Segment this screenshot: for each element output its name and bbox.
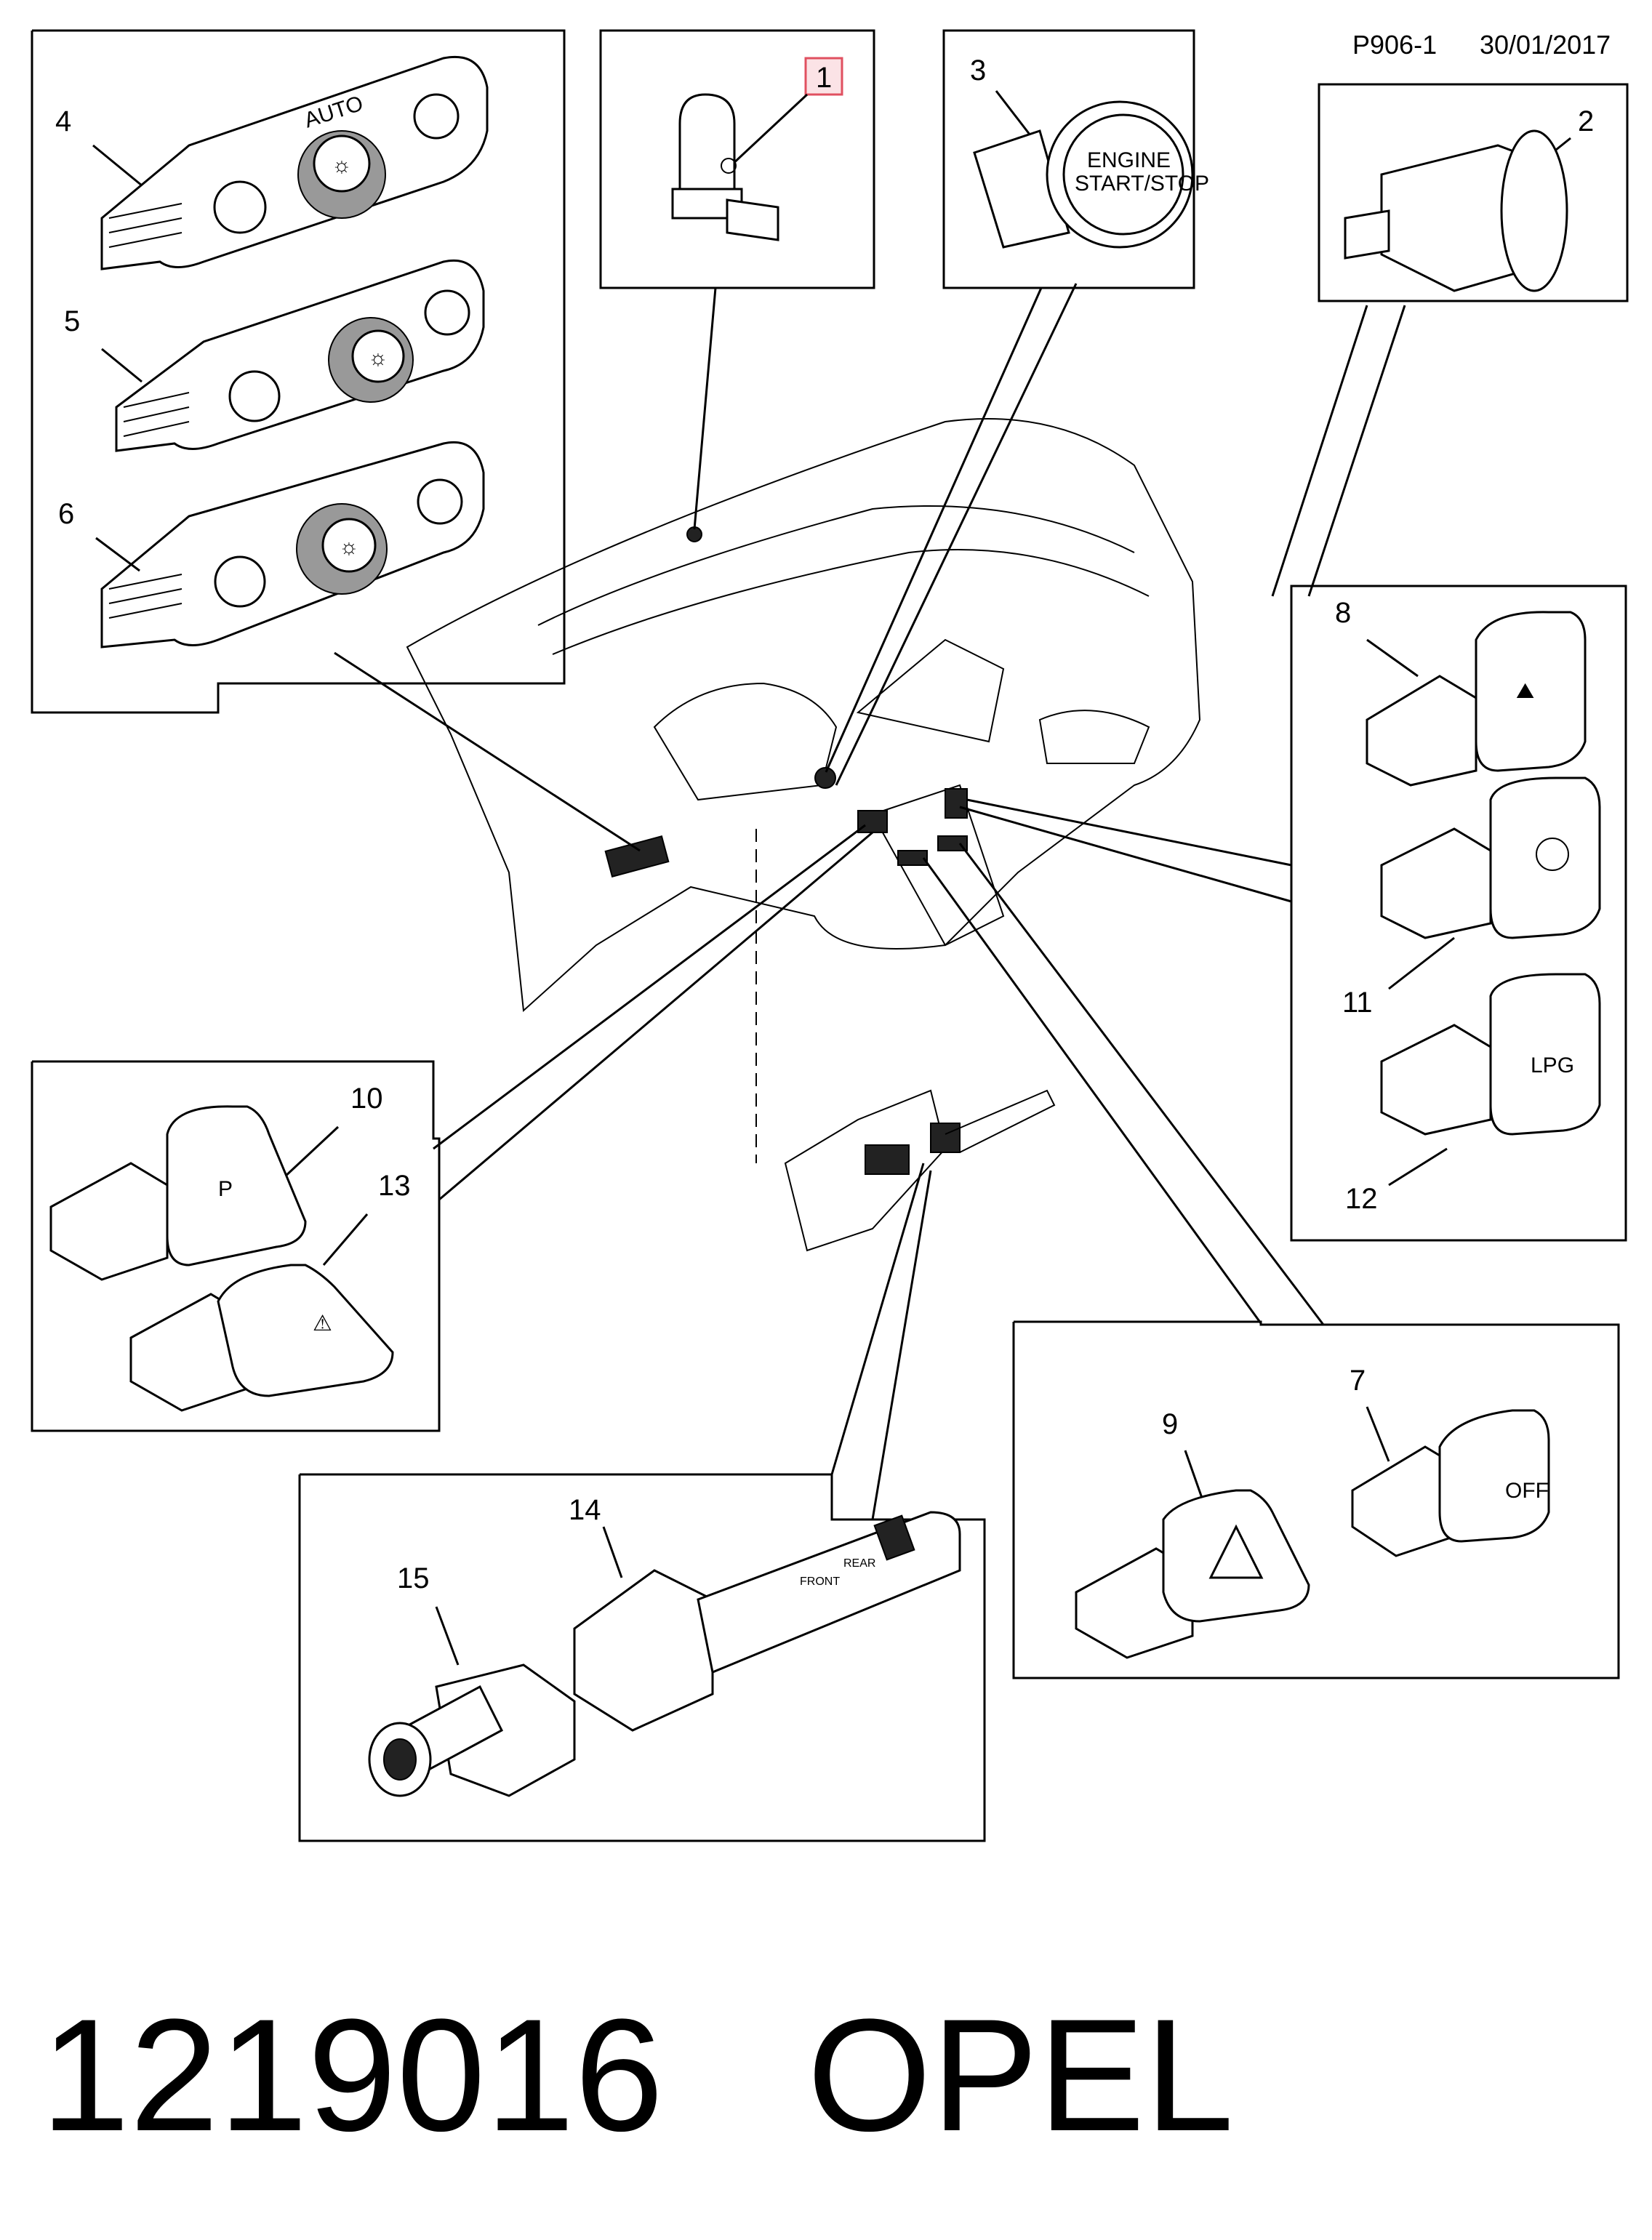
button-12: LPG bbox=[1380, 973, 1601, 1136]
dash-center-buttons bbox=[857, 810, 888, 833]
lpg-label: LPG bbox=[1531, 1053, 1574, 1077]
wiper-stalk-14: FRONT REAR bbox=[573, 1511, 961, 1732]
sun-icon: ☼ bbox=[339, 535, 359, 559]
sun-icon: ☼ bbox=[332, 153, 352, 177]
auto-stop-icon bbox=[1536, 838, 1569, 871]
engine-label: ENGINE bbox=[1087, 148, 1171, 172]
button-13: ⚠ bbox=[129, 1264, 394, 1412]
button-10: P bbox=[49, 1105, 307, 1281]
brand-name: OPEL bbox=[807, 1986, 1234, 2164]
callout-2: 2 bbox=[1578, 105, 1594, 137]
lane-assist-icon: ⚠ bbox=[313, 1312, 332, 1336]
rear-label: REAR bbox=[843, 1557, 875, 1570]
callout-13: 13 bbox=[378, 1170, 411, 1202]
indicator-stalk-15 bbox=[368, 1663, 576, 1797]
callout-8: 8 bbox=[1335, 597, 1351, 629]
callout-14: 14 bbox=[569, 1494, 601, 1526]
callout-7: 7 bbox=[1350, 1365, 1366, 1397]
button-11 bbox=[1380, 776, 1601, 939]
callout-3: 3 bbox=[970, 55, 986, 87]
diagram-code: P906-1 bbox=[1352, 30, 1437, 60]
start-stop-label: START/STOP bbox=[1075, 172, 1209, 196]
frame-light-switches: ☼ AUTO ☼ ☼ 4 5 6 bbox=[31, 29, 566, 714]
frame-parts-8-11-12: 8 ⛰ 11 LPG 12 bbox=[1290, 585, 1627, 1242]
frame-parts-10-13: 10 P 13 ⚠ bbox=[31, 1060, 441, 1432]
callout-1: 1 bbox=[816, 62, 832, 94]
dash-start-stop bbox=[814, 767, 836, 789]
light-switch-5: ☼ bbox=[115, 259, 485, 452]
switch-module-2 bbox=[1344, 129, 1568, 292]
leader-lines bbox=[334, 283, 1406, 1520]
dash-light-switch bbox=[604, 835, 670, 878]
park-assist-label: P bbox=[218, 1177, 233, 1201]
light-switch-6: ☼ bbox=[100, 441, 485, 649]
off-label: OFF bbox=[1505, 1479, 1549, 1503]
button-7: OFF bbox=[1351, 1409, 1550, 1557]
callout-10: 10 bbox=[350, 1083, 383, 1115]
frame-part-2: 2 bbox=[1318, 83, 1629, 302]
sun-sensor bbox=[671, 93, 779, 241]
front-label: FRONT bbox=[800, 1575, 840, 1588]
light-switch-4: ☼ AUTO bbox=[100, 55, 489, 270]
frame-part-1: 1 bbox=[599, 29, 875, 289]
frame-parts-7-9: 7 9 OFF bbox=[1012, 1320, 1620, 1679]
hazard-triangle-icon bbox=[1208, 1524, 1264, 1579]
diagram-date: 30/01/2017 bbox=[1480, 30, 1611, 60]
hazard-button-9 bbox=[1075, 1489, 1310, 1659]
sun-icon: ☼ bbox=[368, 346, 388, 370]
callout-4: 4 bbox=[55, 105, 71, 137]
start-stop-button: ENGINE START/STOP bbox=[973, 100, 1209, 249]
button-8: ⛰ bbox=[1366, 611, 1587, 787]
callout-15: 15 bbox=[397, 1562, 430, 1594]
callout-1-highlight bbox=[804, 57, 843, 96]
frame-parts-14-15: 14 15 FRONT REAR bbox=[298, 1473, 986, 1842]
part-number: 1219016 bbox=[41, 1986, 663, 2164]
dashboard bbox=[406, 418, 1201, 1252]
callout-11: 11 bbox=[1342, 987, 1373, 1019]
callout-6: 6 bbox=[58, 498, 74, 530]
hill-descent-icon: ⛰ bbox=[1516, 679, 1534, 703]
callout-5: 5 bbox=[64, 305, 80, 337]
frame-part-3: 3 ENGINE START/STOP bbox=[942, 29, 1209, 289]
callout-9: 9 bbox=[1162, 1408, 1178, 1440]
callout-12: 12 bbox=[1345, 1183, 1378, 1215]
